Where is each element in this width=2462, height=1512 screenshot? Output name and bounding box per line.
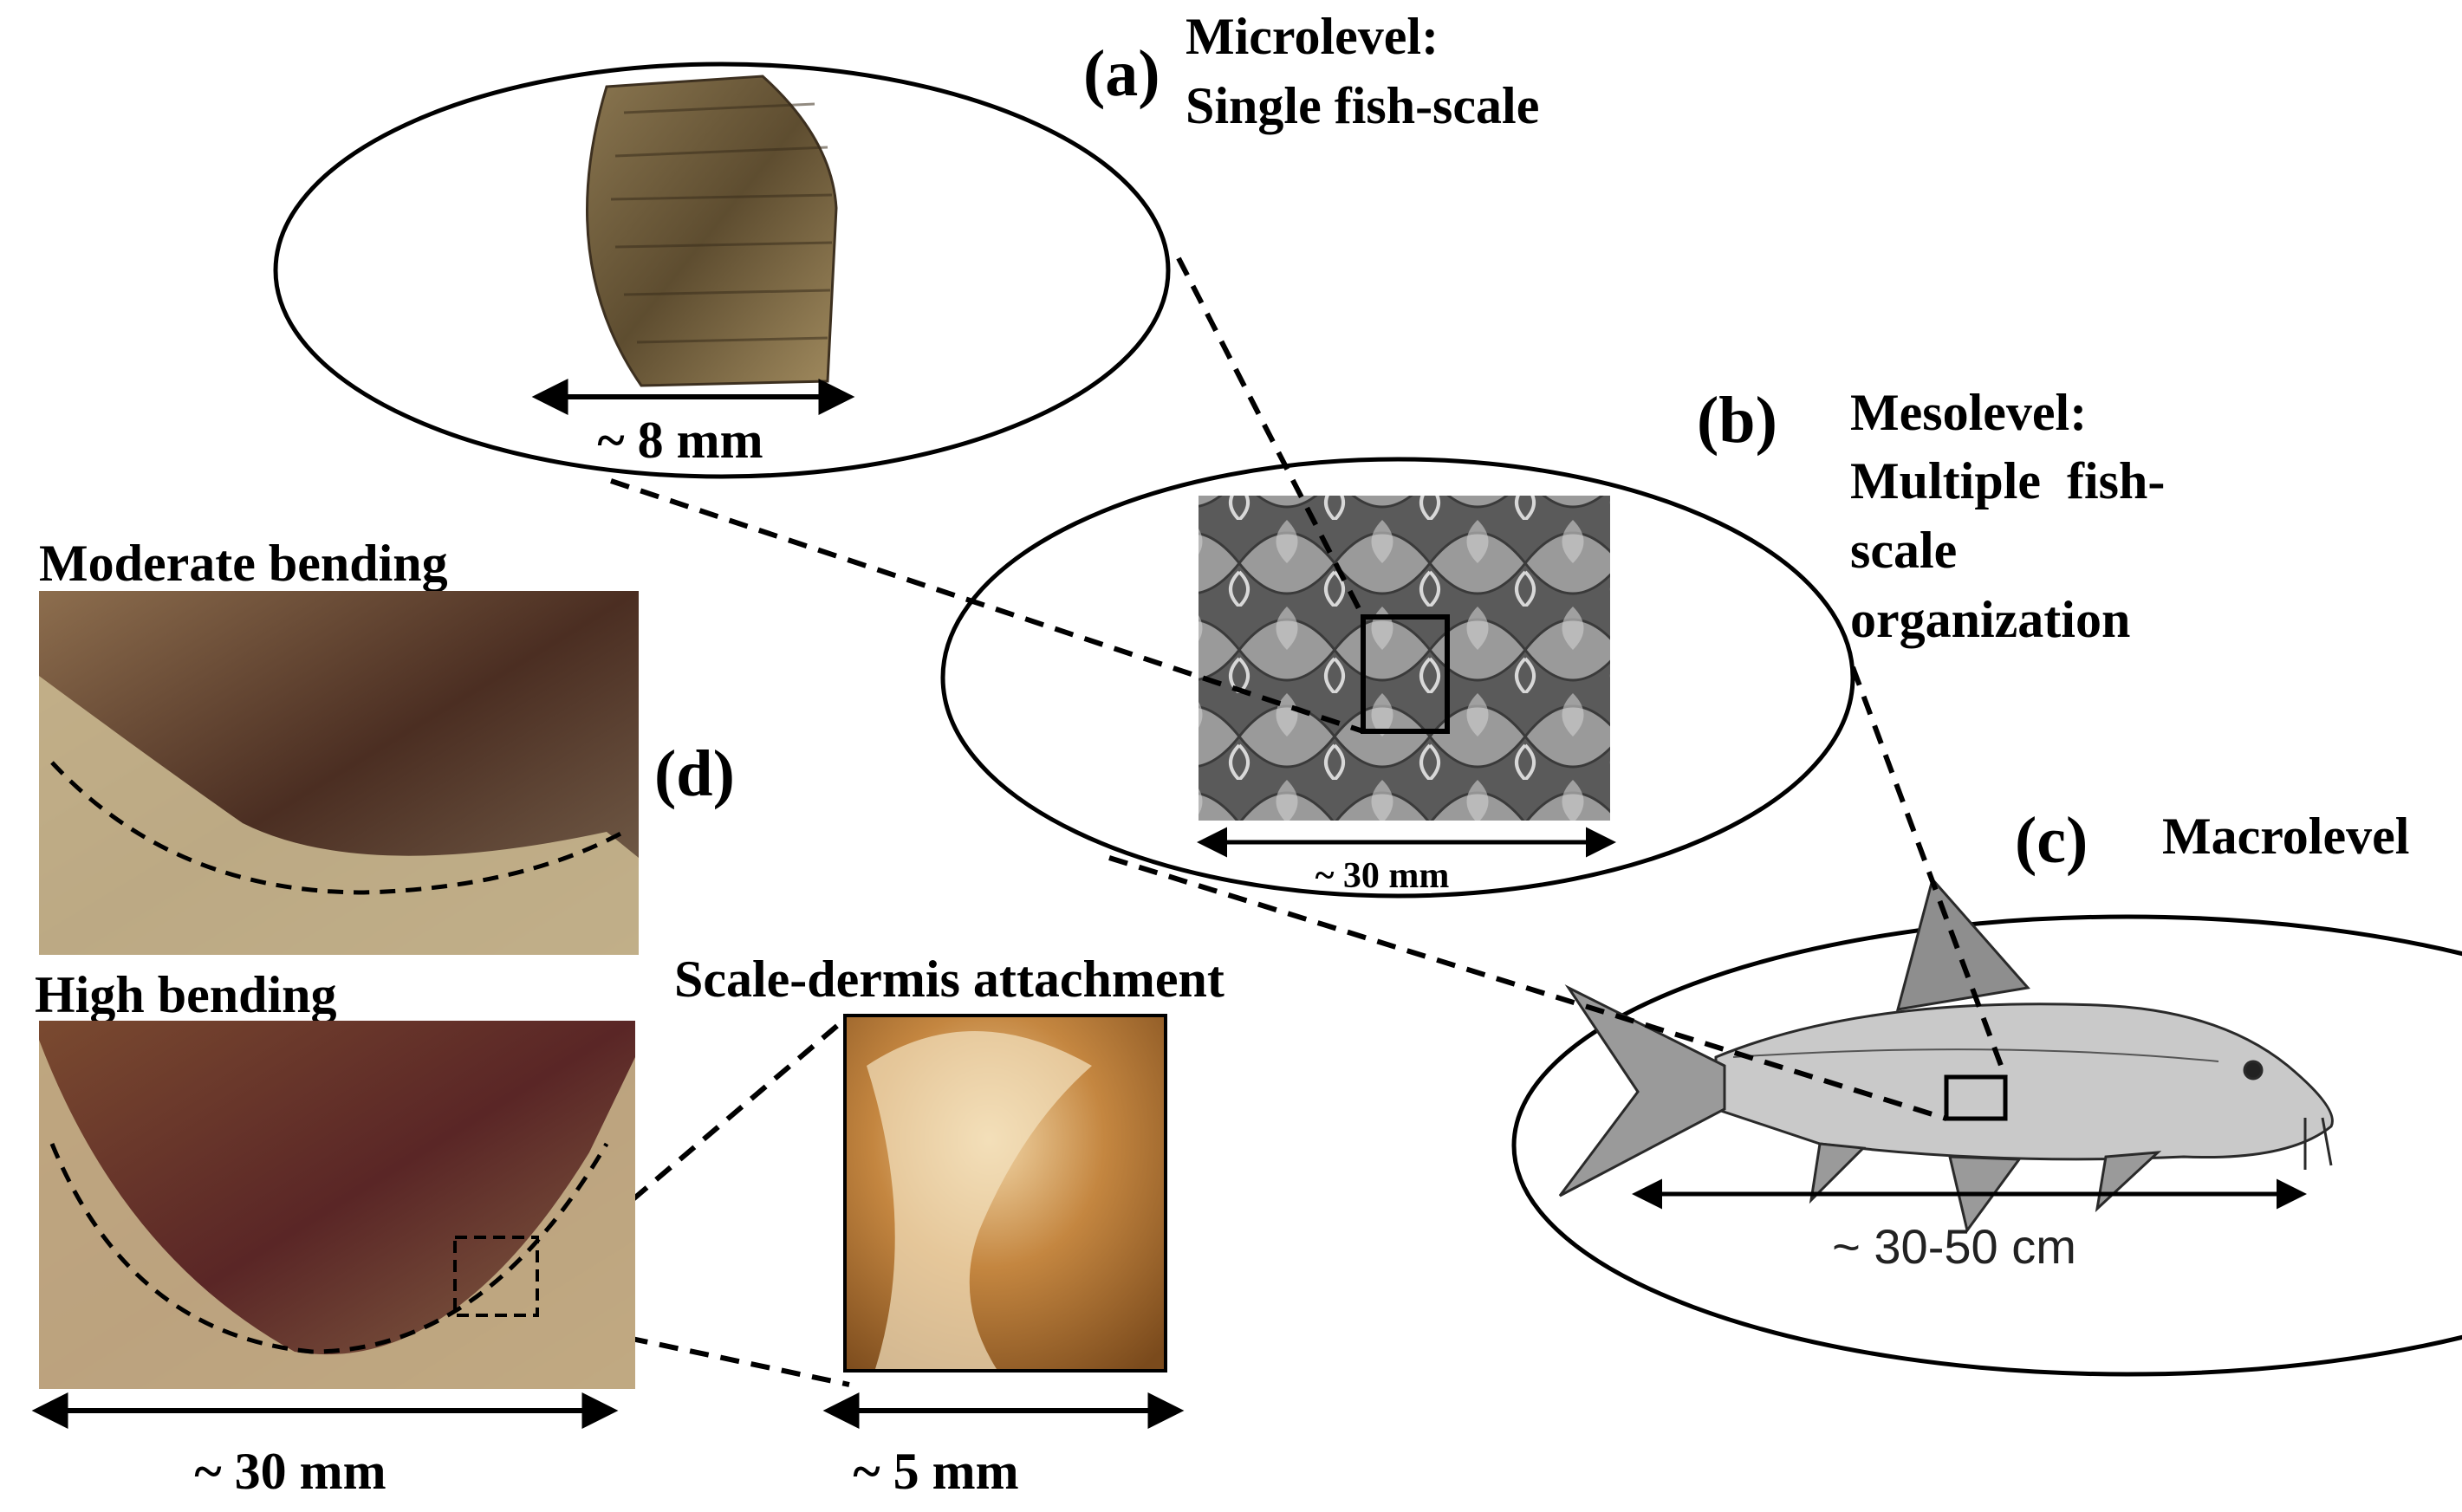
panel-b: ~ 30 mm (b) Mesolevel: Multiple fish- sc…	[940, 384, 2165, 899]
bent-skin-photo-moderate	[39, 591, 639, 955]
moderate-bending-label: Moderate bending	[39, 535, 448, 592]
connector-a-to-box-b-bottom	[610, 478, 1364, 734]
high-bending-label: High bending	[35, 966, 337, 1023]
panel-a-letter: (a)	[1083, 37, 1160, 110]
connector-b-to-box-c-bottom	[1108, 855, 1947, 1121]
panel-b-subtitle-3: organization	[1850, 591, 2130, 648]
selection-box-b	[1361, 614, 1450, 734]
panel-b-scale: ~ 30 mm	[1315, 856, 1450, 896]
scale-pattern-image	[1199, 496, 1610, 821]
bent-skin-photo-high	[39, 1021, 635, 1389]
panel-c-title: Macrolevel	[2162, 808, 2409, 865]
panel-a-scale: ~ 8 mm	[597, 412, 763, 469]
panel-c-scale: ~ 30-50 cm	[1832, 1219, 2076, 1274]
panel-a-subtitle: Single fish-scale	[1186, 77, 1539, 134]
attachment-photo	[843, 1014, 1167, 1372]
attachment-label: Scale-dermis attachment	[674, 951, 1225, 1008]
panel-c-letter: (c)	[2015, 804, 2088, 877]
connector-a-to-box-b-top	[1176, 256, 1366, 619]
panel-d: (d) Moderate bending High bending ~ 30 m…	[31, 535, 1225, 1500]
panel-d-letter: (d)	[654, 737, 735, 810]
panel-a-title: Microlevel:	[1186, 8, 1439, 65]
selection-box-c	[1944, 1074, 2008, 1121]
selection-box-d	[453, 1236, 539, 1317]
panel-b-subtitle-1: Multiple fish-	[1850, 452, 2165, 509]
connector-d-to-attachment-bottom	[536, 1316, 850, 1387]
panel-a-ellipse	[273, 62, 1171, 479]
fish-scale-photo	[586, 75, 838, 387]
fish-illustration	[1558, 876, 2334, 1234]
panel-b-letter: (b)	[1697, 384, 1777, 457]
connector-b-to-box-c-top	[1850, 665, 2008, 1079]
panel-b-ellipse	[940, 457, 1855, 899]
attachment-scale: ~ 5 mm	[853, 1443, 1018, 1500]
panel-b-title: Mesolevel:	[1850, 384, 2087, 441]
panel-c: ~ 30-50 cm (c) Macrolevel	[1511, 804, 2462, 1377]
panel-a: ~ 8 mm (a) Microlevel: Single fish-scale	[273, 8, 1539, 479]
panel-b-subtitle-2: scale	[1850, 522, 1957, 579]
panel-c-ellipse	[1511, 914, 2462, 1377]
high-bending-scale: ~ 30 mm	[194, 1443, 386, 1500]
